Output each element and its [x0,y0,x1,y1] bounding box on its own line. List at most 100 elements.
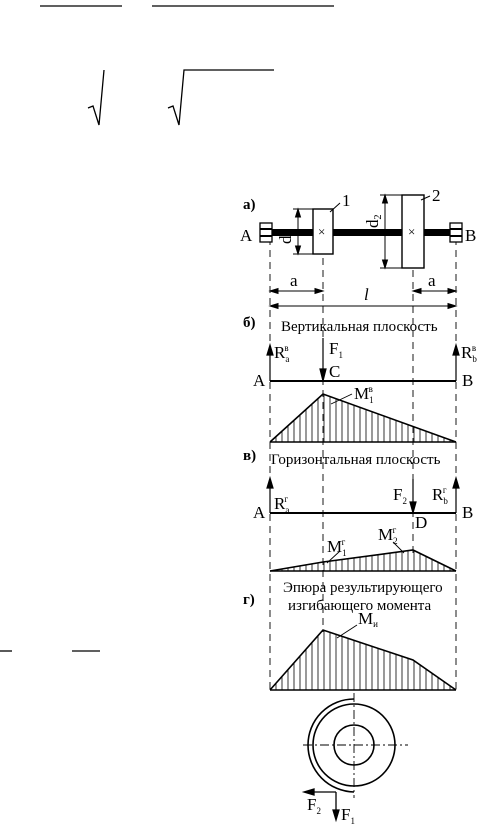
point-c-label: C [329,362,340,381]
moment-leader [330,393,353,405]
dim-a-right-label: a [428,271,436,290]
arrow-ra [266,342,274,356]
horizontal-m2-label: M2г [378,525,398,546]
ra-sup: г [284,494,288,504]
resultant-caption-line1: Эпюра результирующего [283,580,443,596]
rb-sub: b [472,354,477,364]
leader-gear-1 [329,202,341,213]
d2-sub: 2 [373,215,384,220]
resultant-caption-line2: изгибающего момента [288,598,431,614]
moment-leader [336,624,358,639]
support-a-label: A [240,226,253,245]
horizontal-ra-label: Raг [274,494,289,515]
moment-leader [392,541,405,554]
shaft-assembly: × × [259,194,463,269]
gear-1 [312,208,334,255]
point-d-label: D [415,513,427,532]
m2-sup: г [393,525,397,535]
arrow-ra [266,475,274,489]
mi-sub: и [373,619,378,629]
rb-sup: г [443,485,447,495]
vertical-plane-caption: Вертикальная плоскость [281,319,438,335]
arrow [268,287,279,295]
horizontal-moment-hatching [275,550,451,571]
f1-letter: F [341,805,350,824]
arrow [294,245,302,256]
gear-cross-section [303,693,408,798]
m1-letter: M [327,537,342,556]
arrow-f1 [332,809,340,823]
rb-sub: b [443,496,448,506]
resultant-moment-diagram [269,624,457,691]
horizontal-forces [266,475,460,516]
vertical-moment-label: M1в [354,384,374,405]
arrow [294,207,302,218]
ra-letter: R [274,343,286,362]
panel-label-v: в) [243,448,256,464]
formula-fragments [0,5,334,652]
ra-sub: a [285,354,289,364]
m2-letter: M [378,525,393,544]
m1-sup: в [369,384,373,394]
ra-letter: R [274,494,286,513]
vertical-b-label: B [462,371,473,390]
horizontal-rb-label: Rbг [432,485,448,506]
arrow-f2 [409,501,417,516]
gear-2-center-mark: × [408,224,415,239]
section-forces [301,788,340,823]
resultant-moment-line [269,629,457,691]
ra-sup: в [284,343,288,353]
arrow [381,259,389,270]
rb-letter: R [432,485,444,504]
arrow-f1 [319,368,327,382]
vertical-ra-label: Raв [274,343,289,364]
m1-sub: 1 [342,548,347,558]
vertical-moment-diagram [269,393,457,443]
dim-a-left-label: a [290,271,298,290]
m2-sub: 2 [393,536,398,546]
d2-letter: d [363,219,382,228]
leader-gear-2 [420,195,431,201]
dim-l-label: l [364,285,369,304]
rb-sup: в [472,343,476,353]
d2-label: d2 [363,215,384,229]
arrow-f2 [301,788,315,796]
vertical-rb-label: Rbв [461,343,477,364]
arrow [268,302,279,310]
m1-letter: M [354,384,369,403]
d1-letter: d [276,235,295,244]
rb-letter: R [461,343,473,362]
gear-2-number: 2 [432,186,441,205]
arrow [314,287,325,295]
arrow [381,193,389,204]
resultant-moment-hatching [275,630,451,690]
vertical-a-label: A [253,371,266,390]
f1-letter: F [329,339,338,358]
d1-sub: 1 [286,231,297,236]
m1-sup: г [342,537,346,547]
horizontal-moment-line [269,549,457,572]
bearing-right [449,222,463,243]
horizontal-moment-diagram [269,541,457,572]
f2-sub: 2 [402,496,407,506]
diameter-dimensions [293,193,402,270]
vertical-f1-label: F1 [329,339,343,360]
panel-label-a: а) [243,197,256,213]
m1-sub: 1 [369,395,374,405]
gear-1-number: 1 [342,191,351,210]
length-dimensions [268,287,458,310]
f2-letter: F [307,795,316,814]
bearing-left [259,222,273,243]
f2-letter: F [393,485,402,504]
horizontal-plane-caption: Горизонтальная плоскость [271,452,441,468]
ra-sub: a [285,505,289,515]
horizontal-f2-label: F2 [393,485,407,506]
section-f2-label: F2 [307,795,321,816]
arrow-rb [452,475,460,489]
vertical-moment-hatching [275,394,451,442]
shaft [268,229,458,236]
projection-lines [269,238,457,692]
arrow [447,287,458,295]
f1-sub: 1 [338,350,343,360]
panel-label-g: г) [243,592,255,608]
